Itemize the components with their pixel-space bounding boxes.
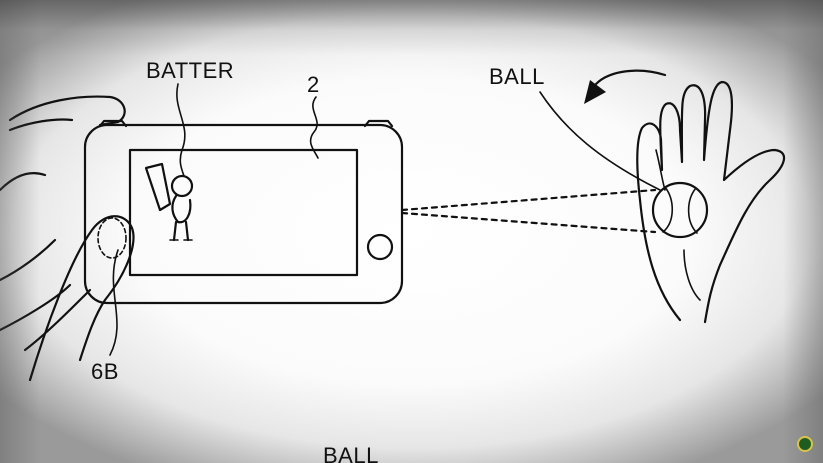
ball <box>651 181 709 239</box>
projection-lines <box>400 188 657 234</box>
right-hand <box>636 80 786 324</box>
ball-label-bottom: BALL <box>323 443 379 463</box>
device-reference-number: 2 <box>307 72 320 97</box>
batter-label: BATTER <box>146 58 234 83</box>
motion-arrow <box>584 69 667 104</box>
batter-leader-line <box>176 83 186 177</box>
left-hand <box>0 95 135 382</box>
handheld-device <box>83 119 404 305</box>
ball-label: BALL <box>489 64 545 89</box>
button-reference-label: 6B <box>91 359 119 384</box>
device-leader-line <box>309 96 319 159</box>
batter-figure <box>144 162 194 242</box>
ball-leader-line <box>539 91 661 191</box>
channel-logo-icon <box>797 436 813 452</box>
